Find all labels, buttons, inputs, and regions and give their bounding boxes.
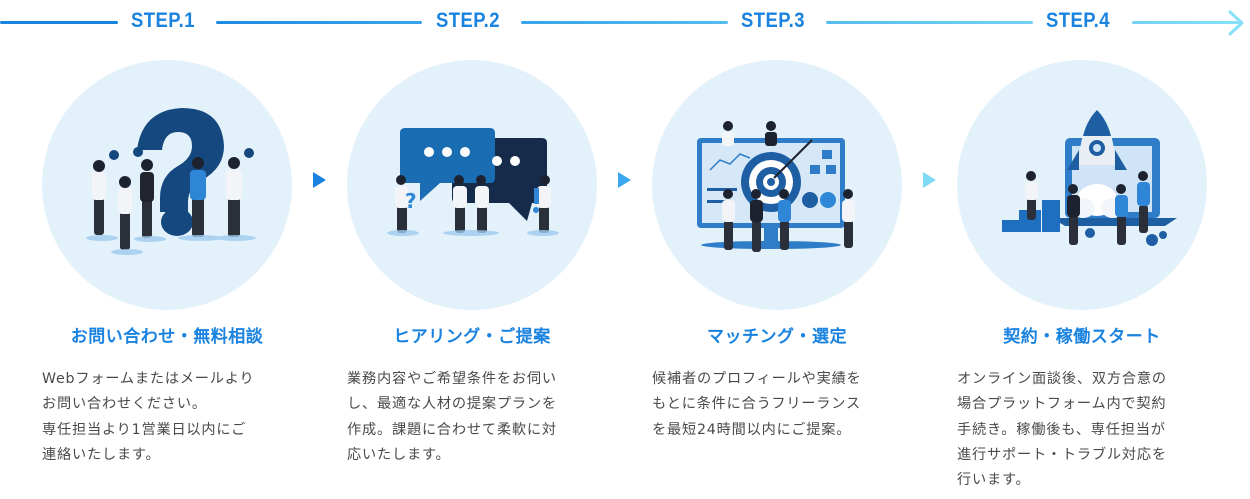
description-line: 作成。課題に合わせて柔軟に対: [347, 421, 557, 438]
step-title: 契約・稼働スタート: [1003, 327, 1161, 347]
rocket-launch-illustration: [957, 60, 1207, 310]
description-line: 進行サポート・トラブル対応を: [957, 446, 1167, 463]
step-description: オンライン面談後、双方合意の 場合プラットフォーム内で契約 手続き。稼働後も、専…: [957, 367, 1217, 493]
timeline-line: [216, 21, 422, 24]
step-label-1: STEP.1: [131, 9, 195, 32]
next-step-arrow-icon: [313, 172, 326, 188]
step-label-4: STEP.4: [1046, 9, 1110, 32]
question-mark-team-illustration: [42, 60, 292, 310]
timeline-line: [521, 21, 728, 24]
step-timeline: STEP.1 STEP.2 STEP.3 STEP.4: [0, 0, 1250, 46]
description-line: 場合プラットフォーム内で契約: [957, 396, 1167, 413]
step-title: お問い合わせ・無料相談: [70, 327, 264, 347]
description-line: 候補者のプロフィールや実績を: [652, 371, 862, 387]
description-line: もとに条件に合うフリーランス: [652, 396, 861, 413]
description-line: 専任担当より1営業日以内にご: [42, 421, 247, 438]
description-line: を最短24時間以内にご提案。: [652, 421, 852, 438]
description-line: 業務内容やご希望条件をお伺い: [347, 371, 557, 387]
description-line: 連絡いたします。: [42, 446, 161, 463]
step-title: ヒアリング・ご提案: [393, 327, 551, 347]
description-line: 応いたします。: [347, 446, 451, 463]
description-line: お問い合わせください。: [42, 396, 207, 413]
description-line: Webフォームまたはメールより: [42, 371, 255, 387]
arrow-right-icon: [1228, 10, 1244, 36]
description-line: オンライン面談後、双方合意の: [957, 371, 1167, 387]
step-title: マッチング・選定: [707, 327, 847, 347]
step-description: Webフォームまたはメールより お問い合わせください。 専任担当より1営業日以内…: [42, 367, 302, 468]
next-step-arrow-icon: [618, 172, 631, 188]
next-step-arrow-icon: [923, 172, 936, 188]
description-line: 手続き。稼働後も、専任担当が: [957, 421, 1166, 438]
timeline-line: [0, 21, 118, 24]
target-matching-illustration: [652, 60, 902, 310]
step-label-3: STEP.3: [741, 9, 805, 32]
description-line: し、最適な人材の提案プランを: [347, 396, 557, 413]
step-label-2: STEP.2: [436, 9, 500, 32]
timeline-line: [826, 21, 1033, 24]
speech-bubbles-team-illustration: ?: [347, 60, 597, 310]
description-line: 行います。: [957, 472, 1031, 489]
timeline-line: [1132, 21, 1240, 24]
svg-text:?: ?: [405, 189, 417, 213]
step-description: 候補者のプロフィールや実績を もとに条件に合うフリーランス を最短24時間以内に…: [652, 367, 912, 443]
step-description: 業務内容やご希望条件をお伺い し、最適な人材の提案プランを 作成。課題に合わせて…: [347, 367, 607, 468]
